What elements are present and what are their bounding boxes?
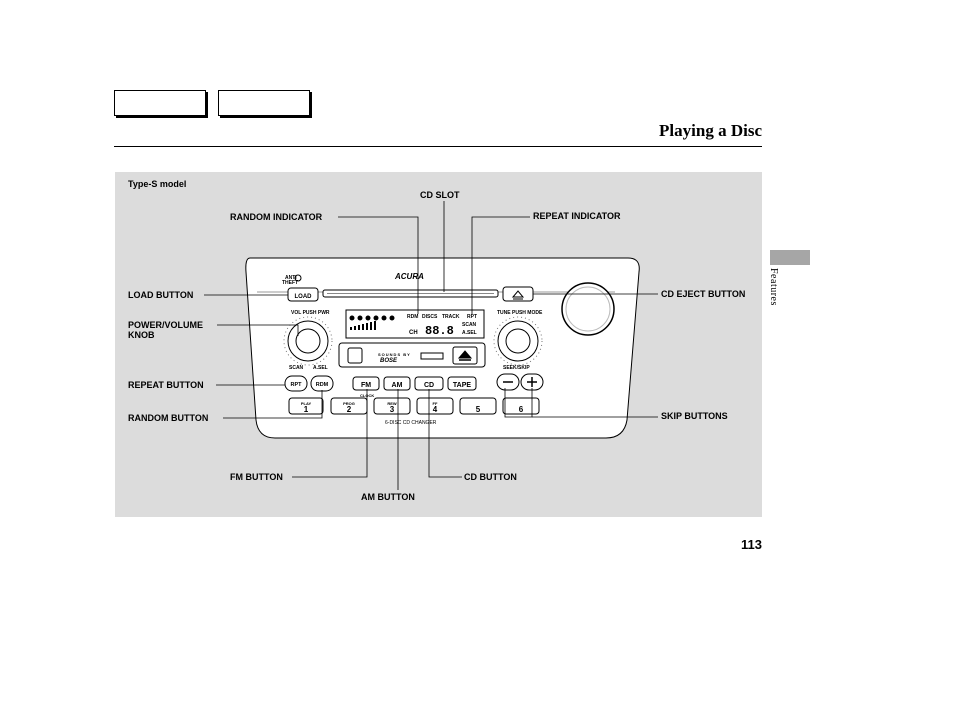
nav-button-contents[interactable]	[114, 90, 206, 116]
sounds-by-label: SOUNDS BY	[378, 352, 411, 357]
display-ch: CH	[409, 330, 418, 336]
changer-label: 6-DISC CD CHANGER	[385, 420, 437, 426]
lcd-display	[345, 309, 485, 339]
preset-6-shape	[502, 397, 540, 415]
preset-3-shape	[373, 397, 411, 415]
preset-2-sub: PROG	[343, 401, 355, 406]
section-tab[interactable]	[770, 250, 810, 265]
title-rule	[114, 146, 762, 147]
preset-2-number: 2	[347, 405, 352, 414]
display-rpt: RPT	[467, 314, 477, 320]
preset-3-number: 3	[390, 405, 395, 414]
preset-4-shape	[416, 397, 454, 415]
leader-random-button	[223, 390, 323, 419]
leader-repeat-indicator	[471, 216, 530, 314]
load-button-shape	[287, 287, 319, 302]
anti-theft-text-2: THEFT	[282, 280, 298, 286]
anti-theft-text-1: ANTI	[285, 275, 297, 281]
preset-5-shape	[459, 397, 497, 415]
display-asel: A.SEL	[462, 330, 477, 336]
callout-am-button: AM BUTTON	[361, 492, 415, 502]
page-title: Playing a Disc	[659, 121, 762, 140]
callout-skip-buttons: SKIP BUTTONS	[661, 411, 728, 421]
callout-load-button: LOAD BUTTON	[128, 290, 194, 300]
page-number: 113	[741, 537, 762, 552]
vol-pwr-label: VOL PUSH PWR	[291, 310, 330, 316]
display-discs: DISCS	[422, 314, 438, 320]
callout-fm-button: FM BUTTON	[230, 472, 283, 482]
preset-4-sub: FF	[433, 401, 438, 406]
callout-cd-eject-button: CD EJECT BUTTON	[661, 289, 746, 299]
eject-icon	[511, 290, 525, 298]
am-button-shape	[383, 376, 411, 391]
callout-repeat-button: REPEAT BUTTON	[128, 380, 204, 390]
callout-cd-button: CD BUTTON	[464, 472, 517, 482]
display-digits: 88.8	[425, 324, 454, 338]
bose-logo: BOSE	[380, 358, 398, 364]
asel-label: A.SEL	[313, 365, 328, 371]
am-button-text: AM	[392, 382, 403, 389]
callout-random-button: RANDOM BUTTON	[128, 413, 209, 423]
leader-fm-button	[292, 389, 368, 478]
cd-button-text: CD	[424, 382, 434, 389]
leader-random-indicator	[338, 216, 419, 314]
tape-button-shape	[447, 376, 477, 391]
leader-skip-buttons	[504, 388, 533, 418]
leader-cd-button	[428, 389, 462, 478]
disc-button	[561, 282, 615, 336]
rdm-button-text: RDM	[316, 382, 329, 388]
leader-power-volume	[217, 324, 299, 336]
nav-button-index[interactable]	[218, 90, 310, 116]
preset-1-sub: PLAY	[301, 401, 312, 406]
callout-cd-slot: CD SLOT	[420, 190, 460, 200]
preset-1-number: 1	[304, 405, 309, 414]
display-track: TRACK	[442, 314, 460, 320]
tune-mode-label: TUNE PUSH MODE	[497, 310, 543, 316]
callout-random-indicator: RANDOM INDICATOR	[230, 212, 323, 222]
callout-power-volume-knob: POWER/VOLUME	[128, 320, 204, 330]
preset-1-shape	[288, 397, 324, 415]
scan-label: SCAN	[289, 365, 304, 371]
fm-button-shape	[352, 376, 380, 391]
brand-logo: ACURA	[394, 272, 424, 281]
rpt-button-text: RPT	[291, 382, 303, 388]
tape-door	[338, 342, 486, 368]
display-rdm: RDM	[407, 314, 418, 320]
section-tab-label: Features	[768, 268, 779, 306]
rpt-button-shape	[284, 375, 308, 392]
model-label: Type-S model	[128, 179, 187, 189]
preset-3-sub: REW	[387, 401, 397, 406]
preset-4-number: 4	[433, 405, 438, 414]
preset-6-number: 6	[519, 405, 524, 414]
anti-theft-led	[294, 274, 302, 282]
callout-power-volume-knob-2: KNOB	[128, 330, 155, 340]
seek-skip-label: SEEK/SKIP	[503, 365, 530, 371]
callout-repeat-indicator: REPEAT INDICATOR	[533, 211, 621, 221]
load-button-text: LOAD	[295, 294, 313, 300]
display-scan: SCAN	[462, 322, 477, 328]
tape-button-text: TAPE	[453, 382, 471, 389]
fm-button-text: FM	[361, 382, 371, 389]
preset-5-number: 5	[476, 405, 481, 414]
